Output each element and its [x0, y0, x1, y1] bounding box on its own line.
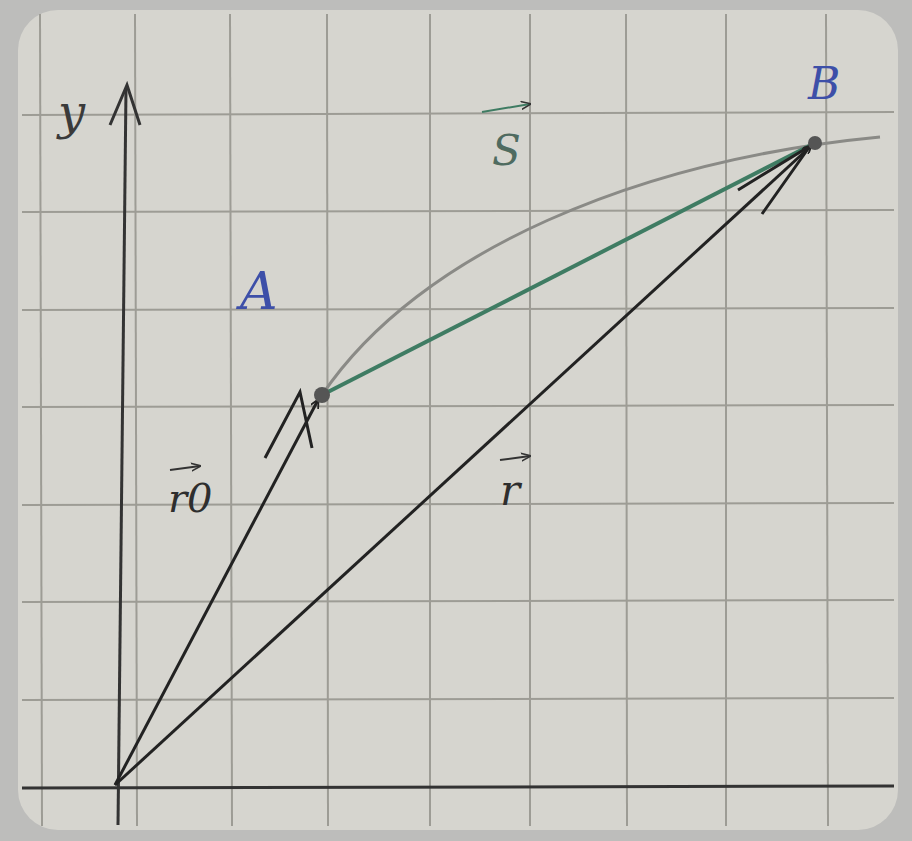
- paper: [18, 10, 898, 830]
- displacement-vector: [322, 143, 815, 395]
- arrowhead-b: [738, 146, 810, 214]
- vector-label: r: [500, 470, 520, 512]
- arrowhead-a: [265, 392, 312, 458]
- position-vector-r: [115, 146, 811, 785]
- point-a: [314, 387, 330, 403]
- point-b: [808, 136, 822, 150]
- y-axis-arrow: [110, 85, 140, 125]
- point-label: B: [808, 62, 840, 106]
- vector-label: S: [492, 130, 521, 172]
- axis-label: y: [58, 88, 85, 136]
- x-axis: [22, 786, 894, 788]
- vector-sign-r: [500, 456, 530, 460]
- position-vector-r0: [115, 400, 318, 785]
- vector-label: r0: [168, 478, 213, 518]
- vector-sign-s: [482, 104, 530, 112]
- grid: [22, 14, 894, 826]
- trajectory: [322, 137, 880, 395]
- point-label: A: [240, 265, 278, 317]
- vector-sign-r0: [170, 466, 200, 470]
- y-axis: [118, 88, 126, 825]
